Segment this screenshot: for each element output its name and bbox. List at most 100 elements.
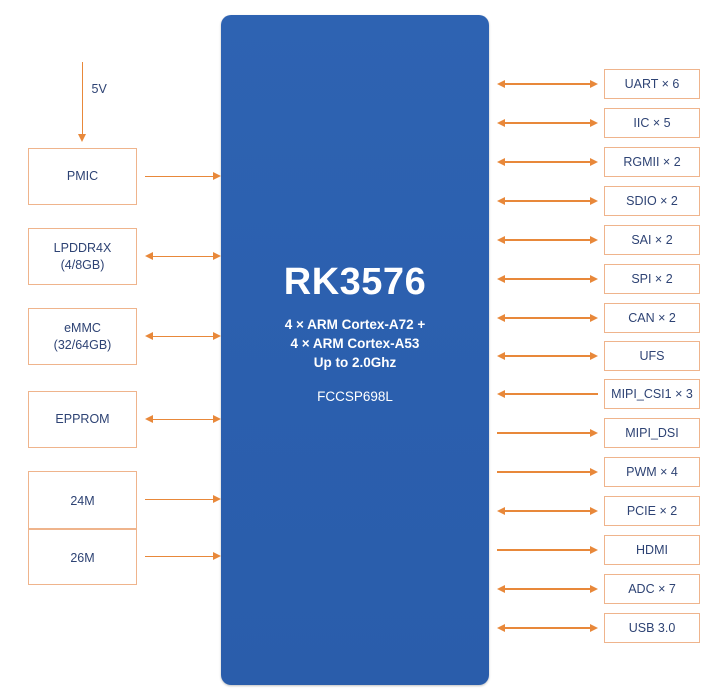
right-block-mipi-csi1-3[interactable]: MIPI_CSI1 × 3 [604,379,700,409]
connector-clock-1-arrowhead-right [213,552,221,560]
right-block-label: CAN × 2 [628,310,676,325]
connector-right-14-arrowhead-right [590,623,598,632]
right-block-adc-7[interactable]: ADC × 7 [604,574,700,604]
right-block-iic-5[interactable]: IIC × 5 [604,108,700,138]
connector-right-14-arrowhead-left [497,623,505,632]
clock-block-group: 24M 26M [28,471,137,585]
left-block-lpddr4x[interactable]: LPDDR4X(4/8GB) [28,228,137,285]
connector-right-9-line [497,432,590,434]
soc-block-rk3576[interactable]: RK3576 4 × ARM Cortex-A72 + 4 × ARM Cort… [221,15,489,685]
connector-right-0-arrowhead-left [497,79,505,88]
connector-right-1-arrowhead-right [590,118,598,127]
clock-block-26m[interactable]: 26M [29,529,136,586]
connector-left-0-line [145,175,213,178]
connector-right-8-line [505,393,598,395]
soc-spec-line-3: Up to 2.0Ghz [313,355,397,371]
connector-right-10-line [497,471,590,473]
connector-right-4-arrowhead-right [590,235,598,244]
soc-name: RK3576 [283,261,427,303]
right-block-rgmii-2[interactable]: RGMII × 2 [604,147,700,177]
connector-right-2-arrowhead-right [590,157,598,166]
right-block-label: RGMII × 2 [623,154,681,169]
connector-left-2-arrowhead-right [213,332,221,340]
connector-left-1-line [153,255,213,258]
connector-left-2-line [153,335,213,338]
connector-right-7-arrowhead-right [590,351,598,360]
right-block-usb-3-0[interactable]: USB 3.0 [604,613,700,643]
soc-spec-line-1: 4 × ARM Cortex-A72 + [284,317,426,332]
connector-right-6-arrowhead-left [497,313,505,322]
connector-left-3-arrowhead-right [213,415,221,423]
connector-right-10-arrowhead-right [590,467,598,476]
connector-right-2-arrowhead-left [497,157,505,166]
left-block-epprom[interactable]: EPPROM [28,391,137,448]
connector-right-0-arrowhead-right [590,79,598,88]
right-block-pwm-4[interactable]: PWM × 4 [604,457,700,487]
right-block-label: SDIO × 2 [626,193,678,208]
right-block-ufs[interactable]: UFS [604,341,700,371]
right-block-sai-2[interactable]: SAI × 2 [604,225,700,255]
connector-left-1-arrowhead-right [213,252,221,260]
connector-right-1-arrowhead-left [497,118,505,127]
connector-right-12-line [497,549,590,551]
connector-right-4-line [505,239,590,241]
connector-right-8-arrowhead-left [497,389,505,398]
connector-right-5-line [505,278,590,280]
connector-left-2-arrowhead-left [145,332,153,340]
connector-clock-0-arrowhead-right [213,495,221,503]
right-block-spi-2[interactable]: SPI × 2 [604,264,700,294]
right-block-hdmi[interactable]: HDMI [604,535,700,565]
left-block-emmc[interactable]: eMMC(32/64GB) [28,308,137,365]
connector-right-7-arrowhead-left [497,351,505,360]
connector-left-3-line [153,418,213,421]
connector-right-6-line [505,317,590,319]
right-block-uart-6[interactable]: UART × 6 [604,69,700,99]
connector-left-3-arrowhead-left [145,415,153,423]
power-5v-line [81,62,84,134]
soc-package-code: FCCSP698L [317,389,393,405]
clock-block-divider [29,528,136,530]
right-block-pcie-2[interactable]: PCIE × 2 [604,496,700,526]
clock-block-label: 24M [70,493,95,508]
connector-right-12-arrowhead-right [590,545,598,554]
connector-right-6-arrowhead-right [590,313,598,322]
connector-right-5-arrowhead-right [590,274,598,283]
connector-right-0-line [505,83,590,85]
right-block-label: HDMI [636,542,668,557]
right-block-mipi-dsi[interactable]: MIPI_DSI [604,418,700,448]
connector-left-0-arrowhead-right [213,172,221,180]
right-block-sdio-2[interactable]: SDIO × 2 [604,186,700,216]
left-block-pmic[interactable]: PMIC [28,148,137,205]
connector-clock-1-line [145,555,213,558]
clock-block-24m[interactable]: 24M [29,472,136,529]
connector-left-1-arrowhead-left [145,252,153,260]
connector-right-1-line [505,122,590,124]
connector-right-4-arrowhead-left [497,235,505,244]
connector-right-9-arrowhead-right [590,428,598,437]
right-block-can-2[interactable]: CAN × 2 [604,303,700,333]
connector-right-11-arrowhead-left [497,506,505,515]
connector-right-14-line [505,627,590,629]
soc-block-text: RK3576 4 × ARM Cortex-A72 + 4 × ARM Cort… [221,263,489,404]
connector-right-11-arrowhead-right [590,506,598,515]
connector-right-3-line [505,200,590,202]
right-block-label: MIPI_CSI1 × 3 [611,386,693,401]
right-block-label: SAI × 2 [631,232,673,247]
connector-right-2-line [505,161,590,163]
